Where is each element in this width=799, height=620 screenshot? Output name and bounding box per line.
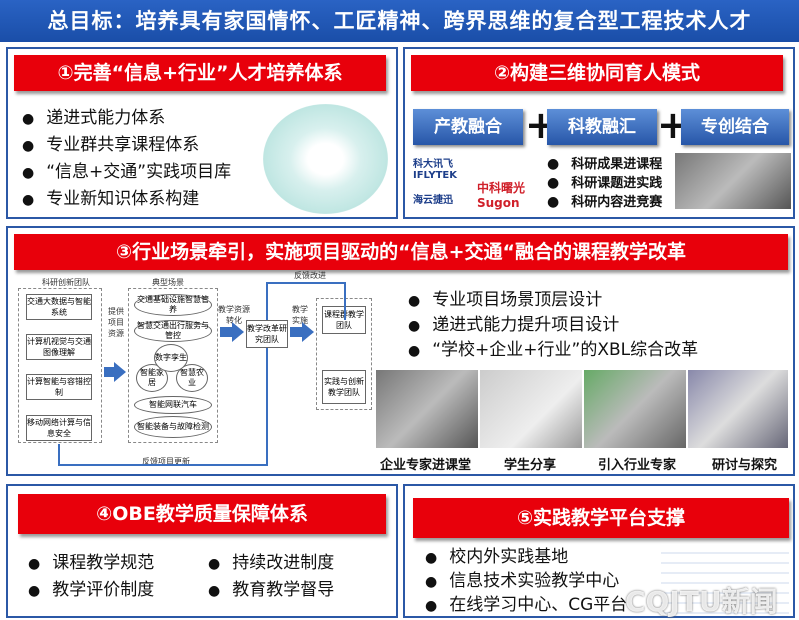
box-specialty-innovation: 专创结合 bbox=[681, 109, 789, 145]
list-item: 课程教学规范 bbox=[28, 550, 154, 577]
team-box: 计算机视觉与交通图像理解 bbox=[26, 334, 92, 360]
panel-header: ②构建三维协同育人模式 bbox=[411, 55, 783, 91]
list-item: 教育教学督导 bbox=[208, 577, 334, 604]
scene-ellipse: 智能装备与故障检测 bbox=[134, 416, 212, 438]
box-science-education: 科教融汇 bbox=[547, 109, 657, 145]
photo-industry-expert bbox=[584, 370, 686, 448]
panel-header: ④OBE教学质量保障体系 bbox=[18, 494, 386, 534]
feedback-label: 反馈项目更新 bbox=[142, 457, 190, 466]
team-box: 移动网络计算与信息安全 bbox=[26, 415, 92, 441]
list-item: 递进式能力体系 bbox=[22, 105, 231, 132]
team-box: 交通大数据与智能系统 bbox=[26, 294, 92, 320]
list-item: 科研成果进课程 bbox=[547, 155, 662, 174]
arrow-right-icon bbox=[232, 322, 244, 342]
list-item: 信息技术实验教学中心 bbox=[425, 570, 627, 594]
logo-haiyun: 海云捷迅 bbox=[413, 195, 453, 206]
arrow-right-icon bbox=[302, 322, 314, 342]
list-item: 校内外实践基地 bbox=[425, 546, 627, 570]
page-title: 总目标：培养具有家国情怀、工匠精神、跨界思维的复合型工程技术人才 bbox=[0, 0, 799, 42]
arrow-label: 教学实施 bbox=[292, 305, 308, 325]
list-item: “学校+企业+行业”的XBL综合改革 bbox=[408, 338, 698, 363]
box-industry-education: 产教融合 bbox=[413, 109, 523, 145]
list-item: 持续改进制度 bbox=[208, 550, 334, 577]
arrow-label: 教学资源转化 bbox=[218, 305, 250, 325]
scene-ellipse: 智能网联汽车 bbox=[134, 396, 212, 414]
arrow-label: 提供项目资源 bbox=[108, 307, 124, 338]
team-label: 科研创新团队 bbox=[42, 278, 90, 287]
scene-ellipse: 智慧交通出行服务与管控 bbox=[134, 320, 212, 342]
list-item: 科研内容进竞赛 bbox=[547, 193, 662, 212]
panel-course-reform: ③行业场景牵引，实施项目驱动的“信息+交通“融合的课程教学改革 科研创新团队 交… bbox=[6, 226, 795, 476]
list-item: 专业群共享课程体系 bbox=[22, 132, 231, 159]
list-item: 专业新知识体系构建 bbox=[22, 186, 231, 213]
panel-header: ③行业场景牵引，实施项目驱动的“信息+交通“融合的课程教学改革 bbox=[14, 234, 788, 270]
list-item: 在线学习中心、CG平台 bbox=[425, 594, 627, 618]
arrow-right-icon bbox=[114, 362, 126, 382]
team-box: 计算智能与容错控制 bbox=[26, 374, 92, 400]
list-item: “信息+交通”实践项目库 bbox=[22, 159, 231, 186]
platform-screenshot bbox=[661, 544, 789, 616]
logo-sugon: 中科曙光 Sugon bbox=[477, 181, 526, 210]
list-item: 教学评价制度 bbox=[28, 577, 154, 604]
list-item: 科研课题进实践 bbox=[547, 174, 662, 193]
list-item: 专业项目场景顶层设计 bbox=[408, 288, 698, 313]
panel-header: ⑤实践教学平台支撑 bbox=[413, 498, 789, 538]
list-item: 递进式能力提升项目设计 bbox=[408, 313, 698, 338]
photo-caption: 企业专家进课堂 bbox=[380, 458, 472, 473]
scene-ellipse: 交通基础设施智慧管养 bbox=[134, 294, 212, 316]
photo-discussion bbox=[688, 370, 788, 448]
right-team-box: 实践与创新教学团队 bbox=[322, 370, 366, 404]
panel-practice-platform: ⑤实践教学平台支撑 校内外实践基地 信息技术实验教学中心 在线学习中心、CG平台… bbox=[403, 484, 795, 618]
photo-student-share bbox=[480, 370, 582, 448]
curriculum-diagram bbox=[263, 104, 388, 214]
panel-talent-system: ①完善“信息+行业”人才培养体系 递进式能力体系 专业群共享课程体系 “信息+交… bbox=[6, 47, 398, 219]
scene-label: 典型场景 bbox=[152, 278, 184, 287]
panel-header: ①完善“信息+行业”人才培养体系 bbox=[14, 55, 386, 91]
watermark: CQJTU新闻 bbox=[625, 585, 778, 618]
panel-collab-model: ②构建三维协同育人模式 产教融合 + 科教融汇 + 专创结合 科大讯飞 IFLY… bbox=[403, 47, 795, 219]
feedback-label: 反馈改进 bbox=[294, 271, 326, 280]
photo-caption: 研讨与探究 bbox=[712, 458, 778, 473]
logo-iflytek: 科大讯飞 IFLYTEK bbox=[413, 159, 458, 181]
scene-ellipse: 数字孪生 bbox=[154, 344, 188, 372]
photo-caption: 学生分享 bbox=[504, 458, 557, 473]
robot-photo bbox=[675, 153, 791, 209]
panel-obe-quality: ④OBE教学质量保障体系 课程教学规范 教学评价制度 持续改进制度 教育教学督导 bbox=[6, 484, 398, 618]
center-team-box: 教学改革研究团队 bbox=[246, 320, 288, 348]
photo-caption: 引入行业专家 bbox=[598, 458, 677, 473]
photo-expert-class bbox=[376, 370, 478, 448]
